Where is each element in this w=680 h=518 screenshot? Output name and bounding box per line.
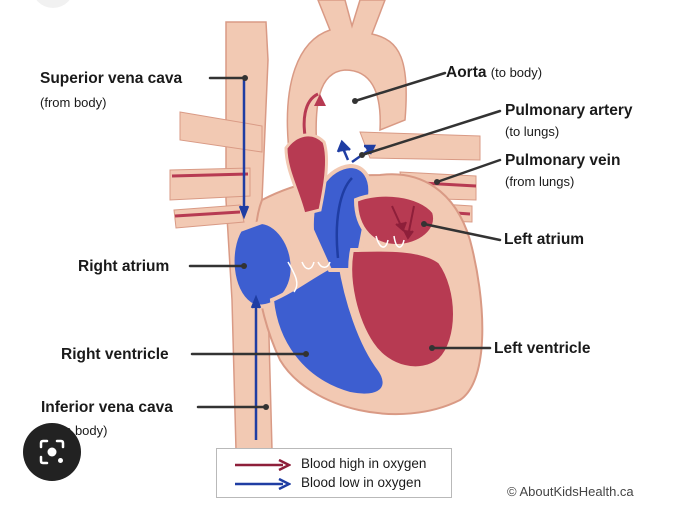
top-circle-button[interactable] [32,0,74,8]
superior-vena-cava-note: (from body) [40,95,107,110]
label-pointer-dots [241,75,440,410]
legend-label-high-oxygen: Blood high in oxygen [301,456,427,471]
copyright-text: © AboutKidsHealth.ca [507,484,634,499]
blue-arrow-icon [235,478,291,490]
aorta-note: (to body) [490,65,543,80]
superior-vena-cava-label: Superior vena cava [40,70,183,87]
pulmonary-artery-label: Pulmonary artery [505,102,633,119]
right-atrium-label: Right atrium [78,258,170,275]
left-ventricle-chamber [348,247,457,371]
red-arrow-icon [235,459,291,471]
left-atrium-label: Left atrium [504,231,585,248]
left-ventricle-label: Left ventricle [494,340,591,357]
aorta-name: Aorta [446,64,487,81]
high-oxygen-flow-arrows [391,205,415,240]
legend-item-high-oxygen: Blood high in oxygen [217,455,451,475]
legend: Blood high in oxygen Blood low in oxygen [216,448,452,498]
legend-item-low-oxygen: Blood low in oxygen [217,474,451,494]
low-oxygen-flow-arrows [238,80,377,440]
inferior-vena-cava-label: Inferior vena cava [41,399,173,416]
aortic-channel [284,133,329,216]
right-pulmonary-branches [169,111,263,229]
lens-icon [39,439,65,465]
aorta-label: Aorta (to body) [446,64,542,82]
pulmonary-vein-label: Pulmonary vein [505,152,621,169]
legend-label-low-oxygen: Blood low in oxygen [301,475,422,490]
label-pointers [188,71,502,409]
right-ventricle-label: Right ventricle [61,346,169,363]
left-atrium-chamber [353,192,438,249]
pulmonary-vein-note: (from lungs) [505,174,575,189]
lens-button[interactable] [23,423,81,481]
pulmonary-artery-note: (to lungs) [505,124,560,139]
valves [287,235,405,293]
